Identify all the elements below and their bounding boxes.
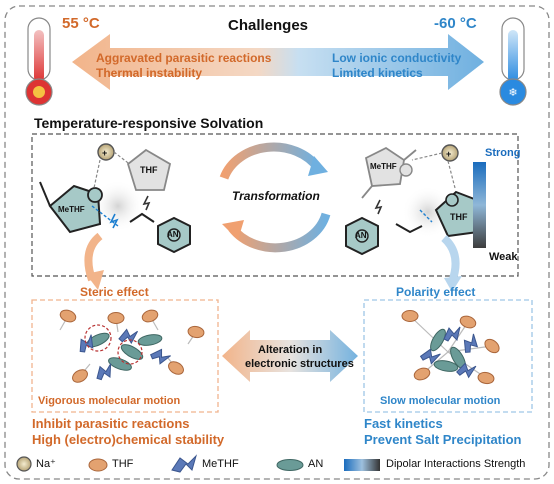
an-right-label: AN (355, 231, 367, 240)
legend-thf-icon (88, 458, 108, 472)
thf-particle (168, 361, 184, 375)
right-outcome-1: Fast kinetics (364, 416, 443, 431)
cold-challenge-1: Low ionic conductivity (332, 51, 462, 65)
challenges-title: Challenges (228, 17, 309, 34)
cold-challenge-2: Limited kinetics (332, 66, 423, 80)
thf-particle (484, 338, 500, 354)
alteration-line-2: electronic structures (245, 358, 354, 370)
na-plus-sign-right: + (446, 149, 452, 159)
outer-frame (4, 5, 550, 480)
legend-methf-label: MeTHF (202, 458, 239, 470)
thf-particle (59, 309, 77, 323)
transformation-label: Transformation (232, 189, 320, 203)
thf-particle (107, 312, 125, 324)
thf-particle (413, 367, 431, 381)
legend-na-label: Na⁺ (36, 458, 56, 470)
thf-particle (141, 309, 159, 323)
methf-particle (419, 348, 441, 365)
methf-right-label: MeTHF (370, 162, 397, 171)
methf-particle (118, 328, 138, 345)
hot-challenge-2: Thermal instability (96, 66, 203, 80)
slow-motion-label: Slow molecular motion (380, 395, 501, 407)
thf-particle (401, 310, 419, 322)
scale-strong-label: Strong (485, 147, 521, 159)
methf-particle (79, 334, 94, 353)
left-particle-cluster (59, 309, 205, 383)
motion-trail (409, 315, 449, 353)
hot-temperature-label: 55 °C (62, 15, 100, 32)
left-outcome-2: High (electro)chemical stability (32, 432, 225, 447)
scale-weak-label: Weak (489, 251, 518, 263)
left-outcome-1: Inhibit parasitic reactions (32, 416, 190, 431)
thf-right-label: THF (450, 212, 468, 222)
cold-temperature-label: -60 °C (434, 15, 477, 32)
methf-particle (96, 363, 112, 381)
right-outcome-2: Prevent Salt Precipitation (364, 432, 522, 447)
an-particle (137, 334, 163, 346)
thf-particle (187, 325, 205, 339)
thf-left-label: THF (140, 165, 158, 175)
right-particle-cluster (401, 310, 500, 385)
an-particle (120, 344, 144, 360)
legend-methf-icon (171, 454, 198, 473)
left-highlight-ring-2 (117, 339, 143, 365)
solvation-frame (31, 133, 519, 277)
vigorous-motion-label: Vigorous molecular motion (38, 395, 181, 407)
legend (16, 454, 380, 473)
thf-particle (72, 369, 88, 383)
an-particle (433, 360, 459, 372)
hot-thermometer-icon (25, 17, 53, 106)
thf-particle (477, 371, 495, 385)
an-left-label: AN (167, 230, 179, 239)
methf-left-label: MeTHF (58, 205, 85, 214)
an-particle (430, 328, 446, 352)
steric-effect-label: Steric effect (80, 285, 149, 299)
alteration-line-1: Alteration in (258, 344, 323, 356)
cold-thermometer-icon: ❄ (499, 17, 527, 106)
na-plus-sign-left: + (102, 148, 108, 158)
challenges-arrow (72, 34, 484, 90)
legend-an-label: AN (308, 458, 324, 470)
solvation-title: Temperature-responsive Solvation (34, 115, 264, 131)
right-solvation-structure (345, 144, 484, 256)
strength-scale-bar (473, 162, 486, 248)
polarity-effect-box (363, 299, 533, 413)
svg-text:❄: ❄ (508, 86, 517, 99)
legend-dipolar-label: Dipolar Interactions Strength (386, 458, 526, 470)
left-highlight-ring (84, 324, 112, 352)
methf-particle (150, 348, 171, 365)
legend-na-icon (16, 456, 32, 472)
legend-an-icon (276, 459, 304, 471)
methf-particle (456, 362, 477, 379)
an-particle (108, 357, 132, 371)
alteration-arrow (222, 330, 358, 382)
left-solvation-structure (39, 143, 191, 254)
legend-dipolar-bar (344, 459, 380, 471)
legend-thf-label: THF (112, 458, 134, 470)
transformation-cycle-icon (219, 142, 331, 253)
methf-particle (463, 333, 479, 353)
thf-particle (459, 315, 477, 329)
hot-challenge-1: Aggravated parasitic reactions (96, 51, 272, 65)
steric-effect-box (31, 299, 219, 413)
polarity-effect-label: Polarity effect (396, 285, 476, 299)
methf-particle (443, 326, 461, 342)
